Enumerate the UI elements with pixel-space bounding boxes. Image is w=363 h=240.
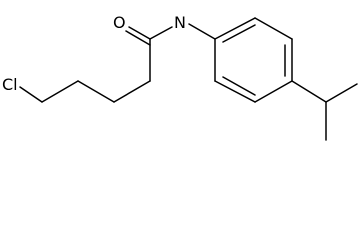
- ring-inner-bond-3: [222, 76, 256, 96]
- bond-isopropyl-methyl-1: [325, 83, 358, 103]
- ring-bond-1: [214, 17, 256, 40]
- oxygen-label: O: [113, 13, 126, 32]
- bond-n-ring: [188, 23, 216, 40]
- chlorine-label: Cl: [2, 75, 18, 94]
- ring-inner-bond-1: [222, 24, 256, 43]
- bond-carbonyl-o-2: [125, 30, 151, 46]
- ring-bond-4: [254, 80, 293, 103]
- bond-cl-c1: [19, 86, 43, 103]
- bond-c2-c3: [77, 80, 115, 103]
- bond-carbonyl-o-1: [128, 26, 151, 40]
- structure-canvas: Cl O N: [2, 13, 358, 141]
- bond-carbonyl-n: [149, 26, 173, 40]
- bond-c3-c4: [113, 80, 151, 103]
- ring-bond-5: [214, 80, 256, 103]
- bond-c1-c2: [41, 80, 79, 103]
- molecule-structure: Cl O N: [2, 13, 358, 141]
- ring-bond-2: [254, 17, 293, 40]
- bond-ring-isopropyl: [291, 80, 327, 103]
- nitrogen-label: N: [174, 13, 186, 32]
